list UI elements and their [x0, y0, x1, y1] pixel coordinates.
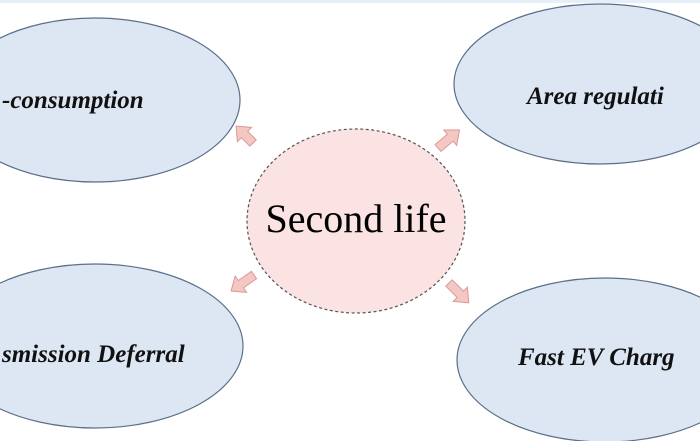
arrow-shape: [230, 270, 258, 293]
use-node-transmission-deferral: smission Deferral: [0, 263, 244, 429]
use-node-self-consumption: -consumption: [0, 17, 241, 183]
arrow-to-fast-ev-charging: [445, 279, 470, 304]
use-node-area-regulation: Area regulati: [453, 3, 700, 165]
arrow-to-self-consumption: [235, 125, 257, 147]
use-label-fast-ev-charging: Fast EV Charg: [517, 344, 675, 371]
use-label-self-consumption: -consumption: [2, 87, 144, 114]
arrow-shape: [445, 279, 470, 304]
use-label-area-regulation: Area regulati: [525, 83, 664, 110]
center-ellipse: [246, 128, 466, 314]
use-label-transmission-deferral: smission Deferral: [1, 341, 185, 368]
arrow-shape: [235, 125, 257, 147]
use-ellipse: [453, 3, 700, 165]
use-node-fast-ev-charging: Fast EV Charg: [456, 277, 700, 441]
arrow-shape: [434, 129, 461, 153]
center-label: Second life: [265, 196, 446, 241]
arrow-to-area-regulation: [434, 129, 461, 153]
use-ellipse: [456, 277, 700, 441]
arrow-to-transmission-deferral: [230, 270, 258, 293]
center-node: Second life: [246, 128, 466, 314]
use-ellipse: [0, 263, 244, 429]
top-band: [0, 0, 700, 3]
use-ellipse: [0, 17, 241, 183]
